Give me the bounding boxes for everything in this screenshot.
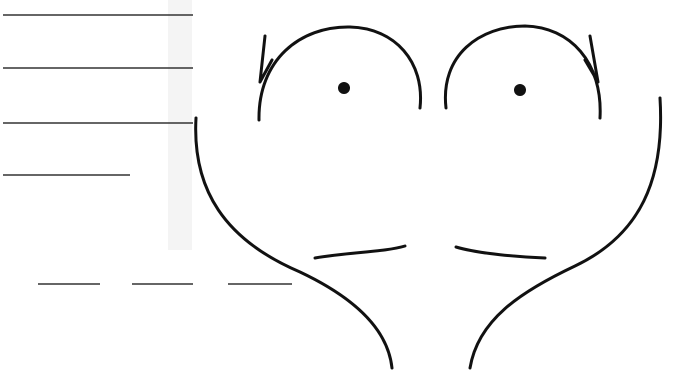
mouth-icon — [313, 244, 547, 260]
right-eyebrow — [443, 24, 602, 120]
column-divider-strip — [168, 0, 192, 250]
face-outline-icon — [194, 96, 663, 370]
memo-lines — [3, 14, 193, 176]
left-eyebrow — [257, 25, 423, 122]
left-eye-icon — [338, 82, 350, 94]
left-eyebrow-arrow — [258, 34, 274, 84]
right-eye-icon — [514, 84, 526, 96]
right-eyebrow-arrow — [583, 34, 600, 84]
eyebrow-icon — [257, 24, 602, 122]
